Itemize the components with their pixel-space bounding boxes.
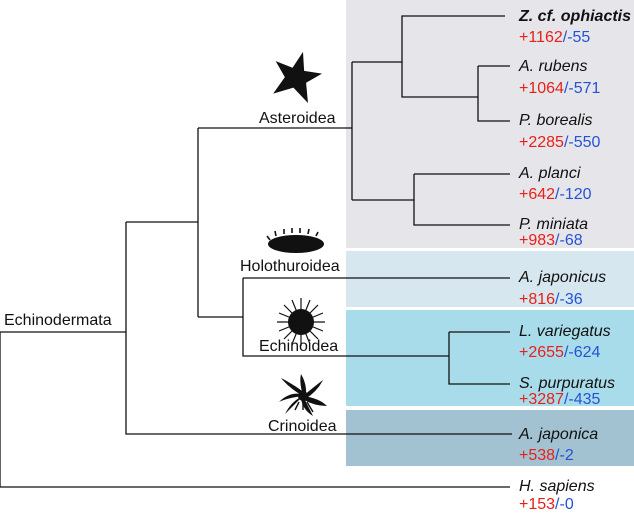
taxon-name: A. japonicus [518, 269, 606, 286]
gene-counts: +538/-2 [519, 447, 574, 464]
taxon-pmin: P. miniata +983/-68 [519, 216, 588, 249]
gene-loss: -36 [560, 291, 583, 308]
gene-gain: +1064 [519, 80, 564, 97]
taxon-name: P. miniata [519, 216, 588, 233]
taxon-name: P. borealis [519, 112, 593, 129]
branch-ast-a [352, 15, 505, 63]
gene-loss: -571 [568, 80, 600, 97]
gene-counts: +642/-120 [519, 186, 592, 203]
sea-cucumber-icon [266, 228, 324, 253]
gene-counts: +1064/-571 [519, 80, 601, 97]
taxon-pbor: P. borealis +2285/-550 [519, 112, 601, 151]
taxon-apla: A. planci +642/-120 [518, 165, 592, 203]
gene-counts: +2655/-624 [519, 344, 601, 361]
branch-root [0, 332, 510, 488]
root-label: Echinodermata [4, 312, 112, 329]
clade-label-asteroidea: Asteroidea [259, 110, 336, 127]
taxon-ajpa: A. japonica +538/-2 [518, 426, 598, 464]
taxon-name: H. sapiens [519, 478, 595, 495]
gene-loss: -435 [568, 391, 600, 408]
gene-gain: +3287 [519, 391, 564, 408]
sea-urchin-icon [277, 298, 325, 346]
taxon-name: Z. cf. ophiactis [518, 8, 631, 25]
gene-loss: -68 [560, 232, 583, 249]
gene-counts: +816/-36 [519, 291, 583, 308]
gene-loss: -2 [560, 447, 574, 464]
gene-counts: +983/-68 [519, 232, 583, 249]
taxon-name: A. japonica [518, 426, 598, 443]
feather-star-icon [279, 374, 327, 416]
branch-ast-b [401, 62, 478, 98]
band-holothuroidea [346, 251, 634, 307]
gene-loss: -0 [560, 496, 574, 513]
branch-echinoidea [448, 332, 510, 385]
gene-gain: +1162 [519, 29, 563, 46]
gene-loss: -120 [560, 186, 592, 203]
taxon-lvar: L. variegatus +2655/-624 [519, 323, 611, 361]
taxon-name: S. purpuratus [519, 375, 615, 392]
branch-ast-d [413, 174, 510, 226]
branch-echinodermata [125, 222, 512, 435]
gene-counts: +3287/-435 [519, 391, 601, 408]
gene-gain: +642 [519, 186, 555, 203]
band-crinoidea [346, 410, 634, 466]
branch-echinozoa [242, 278, 449, 357]
clade-label-holothuroidea: Holothuroidea [240, 258, 340, 275]
gene-gain: +983 [519, 232, 555, 249]
gene-gain: +816 [519, 291, 555, 308]
gene-loss: -550 [568, 134, 600, 151]
gene-gain: +2655 [519, 344, 564, 361]
gene-counts: +153/-0 [519, 496, 574, 513]
band-asteroidea [346, 0, 634, 248]
gene-counts: +2285/-550 [519, 134, 601, 151]
gene-loss: -55 [567, 29, 590, 46]
taxon-ajap: A. japonicus +816/-36 [518, 269, 606, 308]
gene-gain: +2285 [519, 134, 564, 151]
tree-branches [0, 15, 512, 488]
taxon-spur: S. purpuratus +3287/-435 [519, 375, 615, 408]
taxon-hsap: H. sapiens +153/-0 [519, 478, 595, 513]
clade-label-echinoidea: Echinoidea [259, 338, 338, 355]
gene-gain: +153 [519, 496, 555, 513]
clade-label-crinoidea: Crinoidea [268, 418, 337, 435]
branch-arub [477, 66, 510, 122]
taxon-arub: A. rubens +1064/-571 [518, 58, 601, 97]
taxon-name: A. rubens [518, 58, 587, 75]
taxon-zoph: Z. cf. ophiactis +1162/-55 [518, 8, 631, 46]
taxon-name: L. variegatus [519, 323, 611, 340]
starfish-icon [273, 51, 323, 103]
band-echinoidea [346, 310, 634, 406]
gene-counts: +1162/-55 [519, 29, 590, 46]
gene-loss: -624 [568, 344, 600, 361]
taxon-name: A. planci [518, 165, 581, 182]
gene-gain: +538 [519, 447, 555, 464]
